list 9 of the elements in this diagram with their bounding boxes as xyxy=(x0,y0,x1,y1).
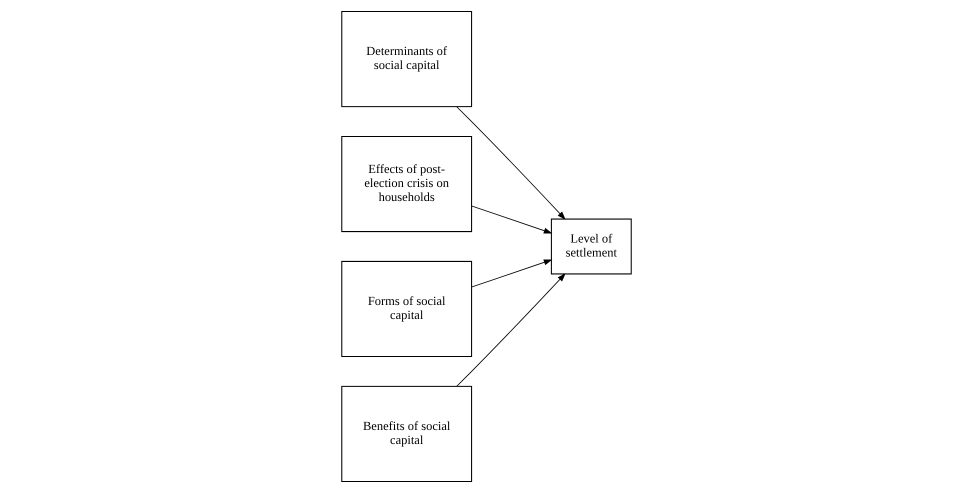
arrow xyxy=(456,273,566,387)
node-box: Determinants of social capital xyxy=(340,11,472,108)
arrow xyxy=(470,259,552,288)
arrow xyxy=(470,206,552,234)
node-box: Forms of social capital xyxy=(340,260,472,358)
node-box: Level of settlement xyxy=(550,218,632,274)
node-box: Benefits of social capital xyxy=(340,386,472,482)
arrow xyxy=(456,106,566,220)
node-box: Effects of post-election crisis on households xyxy=(340,136,472,232)
